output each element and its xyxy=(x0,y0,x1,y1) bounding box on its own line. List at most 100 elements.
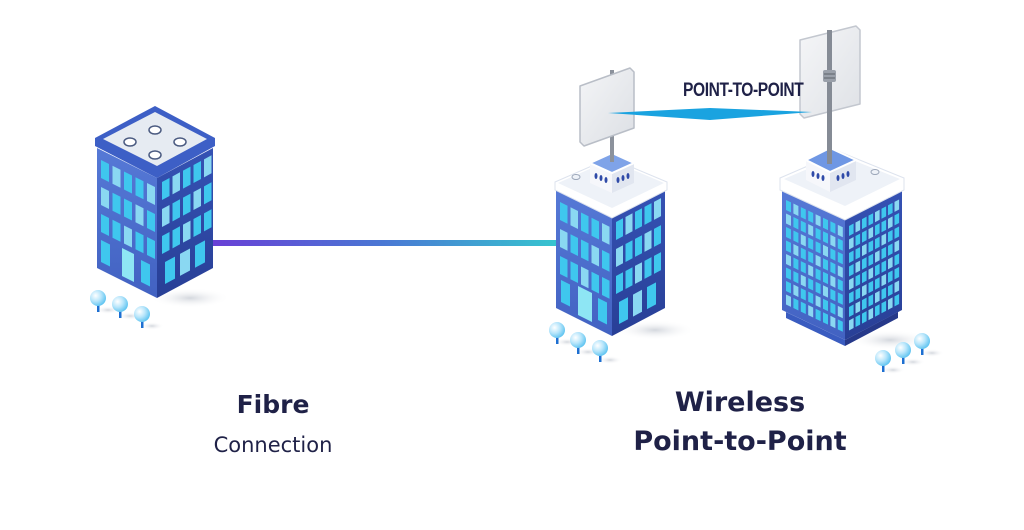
window xyxy=(101,160,109,182)
tree-icon xyxy=(592,340,608,356)
window xyxy=(815,268,821,281)
windows-left xyxy=(786,200,843,332)
window xyxy=(888,297,893,310)
window xyxy=(570,261,578,283)
window xyxy=(602,223,610,245)
tree-shadow xyxy=(881,366,905,374)
fibre-subtitle: Connection xyxy=(213,433,333,457)
window xyxy=(888,216,893,229)
window xyxy=(165,256,175,284)
window xyxy=(830,261,836,275)
window xyxy=(830,221,836,234)
windows-left xyxy=(101,160,155,287)
window xyxy=(875,236,880,250)
window xyxy=(561,280,570,307)
window xyxy=(112,219,121,242)
window xyxy=(830,302,836,315)
window xyxy=(830,248,836,261)
window xyxy=(635,208,642,230)
window xyxy=(849,250,854,263)
wireless-beam xyxy=(608,108,812,120)
window xyxy=(570,207,578,229)
window xyxy=(875,277,880,290)
window xyxy=(560,256,568,278)
window xyxy=(147,210,155,232)
window xyxy=(591,217,599,240)
window xyxy=(855,274,861,287)
window xyxy=(894,293,900,307)
window xyxy=(815,281,821,295)
window xyxy=(793,203,799,216)
window xyxy=(881,246,887,260)
window xyxy=(849,223,854,236)
window xyxy=(644,257,652,279)
trees-left xyxy=(90,290,164,330)
tree-icon xyxy=(112,296,128,312)
window xyxy=(124,171,132,194)
window xyxy=(786,213,791,226)
window xyxy=(837,224,843,238)
window xyxy=(808,210,814,224)
window xyxy=(654,225,661,247)
window xyxy=(823,271,828,285)
window xyxy=(837,319,843,332)
wireless-subtitle: Point-to-Point xyxy=(633,426,847,457)
window xyxy=(793,271,799,284)
window xyxy=(894,212,900,226)
tree-icon xyxy=(134,306,150,322)
window xyxy=(141,260,150,287)
window xyxy=(193,214,201,237)
tree-shadow xyxy=(920,349,944,357)
base-right xyxy=(845,312,898,346)
window xyxy=(888,283,893,297)
window xyxy=(830,275,836,288)
roof-box-vents xyxy=(594,173,630,183)
window xyxy=(894,199,900,212)
window xyxy=(881,300,887,314)
window xyxy=(849,264,854,277)
building-shadow xyxy=(850,330,930,350)
window xyxy=(830,234,836,248)
window xyxy=(793,230,799,243)
window xyxy=(204,155,212,178)
window xyxy=(616,245,623,267)
window xyxy=(162,177,170,200)
window xyxy=(823,217,828,231)
tree-icon xyxy=(570,332,586,348)
window xyxy=(823,231,828,244)
roof-box-vents xyxy=(811,171,850,181)
tree-trunk xyxy=(882,360,885,372)
window xyxy=(888,202,893,216)
window xyxy=(881,287,887,300)
window xyxy=(193,187,201,210)
window xyxy=(823,244,828,258)
window xyxy=(647,282,656,310)
window xyxy=(808,278,814,291)
window xyxy=(862,284,867,297)
window xyxy=(808,305,814,318)
window xyxy=(815,295,821,308)
window xyxy=(894,266,900,280)
window xyxy=(786,240,791,253)
window xyxy=(654,252,661,274)
window xyxy=(862,243,867,257)
window xyxy=(894,226,900,239)
trees-middle xyxy=(549,322,622,364)
window xyxy=(654,198,661,220)
fibre-cable-line xyxy=(208,240,560,246)
window xyxy=(849,277,854,290)
tree-trunk xyxy=(577,342,580,354)
window xyxy=(808,251,814,264)
window xyxy=(786,254,791,267)
window xyxy=(616,218,623,240)
window xyxy=(135,231,144,254)
window xyxy=(881,219,887,233)
window xyxy=(635,235,642,257)
roof-box-top xyxy=(587,151,637,175)
window xyxy=(862,257,867,270)
windows-right xyxy=(162,155,212,284)
window xyxy=(183,220,191,243)
tree-trunk xyxy=(921,343,924,355)
window xyxy=(793,217,799,230)
